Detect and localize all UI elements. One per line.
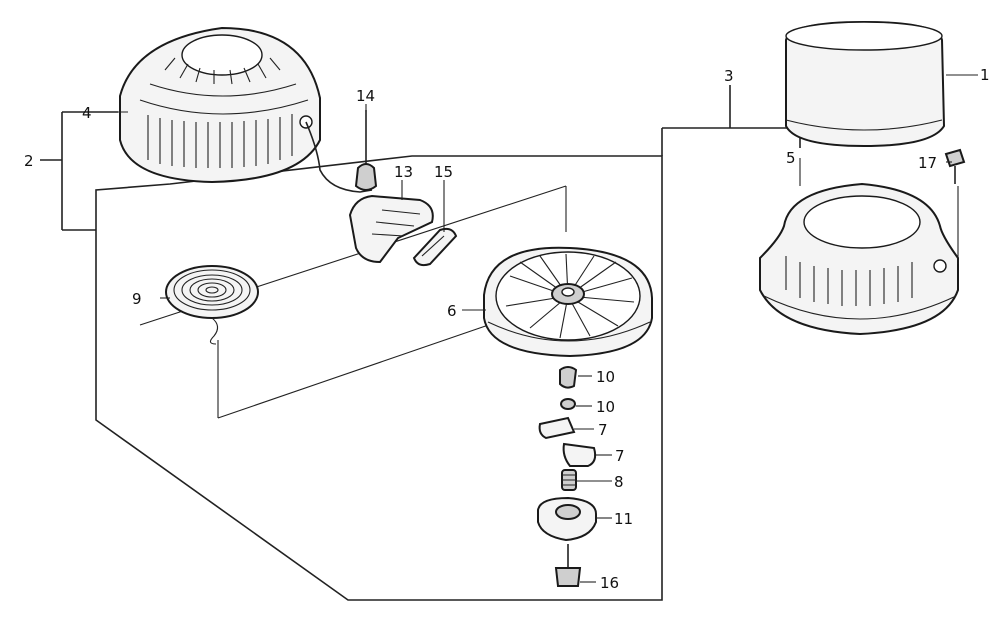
flange-bolt-part-17: [944, 148, 966, 184]
fan-cover-part-5: [759, 182, 959, 336]
starter-reel-part-6: [483, 246, 653, 358]
starter-rope-part-14: [305, 110, 378, 193]
callout-16: 16: [600, 574, 619, 592]
callout-10a: 10: [596, 368, 615, 386]
starter-grip-part-13: [348, 194, 434, 264]
callout-17: 17: [918, 154, 937, 172]
recoil-spring-part-9: [165, 265, 259, 345]
friction-spring-part-8: [561, 469, 577, 491]
callout-8: 8: [614, 473, 624, 491]
callout-7b: 7: [615, 447, 625, 465]
friction-plate-part-11: [537, 496, 597, 542]
callout-11: 11: [614, 510, 633, 528]
bracket-assembly-3: [661, 85, 801, 156]
set-screw-part-16: [554, 544, 582, 587]
callout-13: 13: [394, 163, 413, 181]
callout-3: 3: [724, 67, 734, 85]
callout-9: 9: [132, 290, 142, 308]
callout-labels: 1 2 3 4 5 6 7 7 8 9 10 10 11 13 14 15 16…: [24, 66, 990, 592]
starter-cover-part-4: [119, 26, 321, 184]
callout-15: 15: [434, 163, 453, 181]
callout-6: 6: [447, 302, 457, 320]
grip-insert-part-15: [412, 227, 458, 267]
callout-14: 14: [356, 87, 375, 105]
ratchet-part-7-lower: [562, 442, 597, 467]
ratchet-part-7-upper: [538, 416, 576, 440]
callout-10b: 10: [596, 398, 615, 416]
callout-2: 2: [24, 152, 34, 170]
leader-lines: [96, 74, 978, 583]
callout-5: 5: [786, 149, 796, 167]
callout-1: 1: [980, 66, 990, 84]
callout-4: 4: [82, 104, 92, 122]
spring-part-10-upper: [559, 366, 578, 389]
spring-part-10-lower: [560, 398, 576, 410]
bracket-assembly-2: [40, 111, 118, 231]
cover-ring-part-1: [785, 20, 946, 148]
callout-7a: 7: [598, 421, 608, 439]
